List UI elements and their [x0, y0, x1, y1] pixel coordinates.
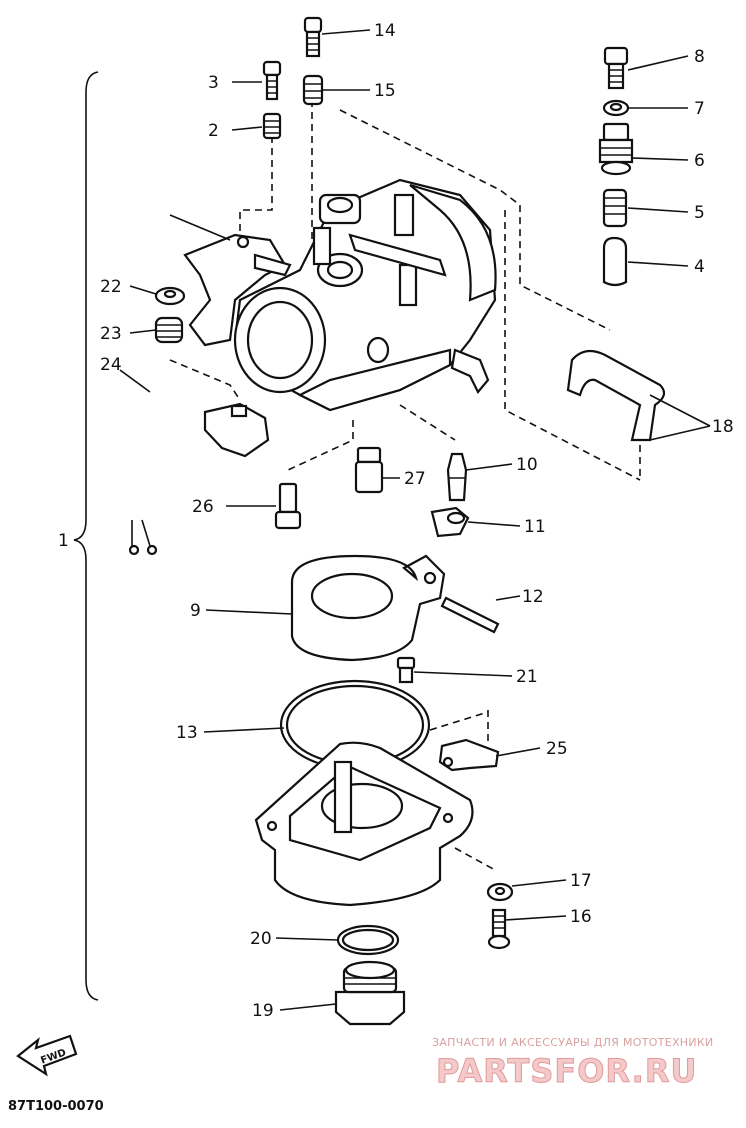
part-15-spring: [302, 74, 324, 106]
float-chamber: [254, 741, 474, 907]
part-8-bolt: [603, 46, 629, 90]
diagram-code: 87T100-0070: [8, 1099, 104, 1114]
callout-26: 26: [192, 497, 214, 517]
part-2-spring: [262, 112, 282, 140]
callout-24: 24: [100, 355, 122, 375]
leader-lines: [119, 29, 711, 1011]
watermark-tagline: ЗАПЧАСТИ И АКСЕССУАРЫ ДЛЯ МОТОТЕХНИКИ: [432, 1036, 714, 1049]
part-25-bracket: [429, 710, 500, 772]
part-17-washer: [454, 847, 514, 902]
callout-13: 13: [176, 723, 198, 743]
watermark-logo: PARTSFOR.RU: [436, 1052, 697, 1090]
part-4-plunger: [602, 236, 628, 287]
part-24-wire-harness: [128, 389, 270, 556]
part-12-pin: [440, 596, 500, 634]
part-5-spring: [602, 188, 628, 228]
callout-6: 6: [694, 151, 705, 171]
callout-25: 25: [546, 739, 568, 759]
assembly-bracket: [73, 71, 99, 1001]
callout-16: 16: [570, 907, 592, 927]
callout-18: 18: [712, 417, 734, 437]
part-18-hose: [566, 349, 666, 442]
callout-12: 12: [522, 587, 544, 607]
callout-21: 21: [516, 667, 538, 687]
part-10-needle-valve: [446, 452, 468, 502]
forward-arrow: FWD: [16, 1034, 78, 1077]
callout-20: 20: [250, 929, 272, 949]
part-3-screw: [262, 60, 282, 101]
callout-14: 14: [374, 21, 396, 41]
callout-23: 23: [100, 324, 122, 344]
callout-1: 1: [58, 531, 69, 551]
callout-10: 10: [516, 455, 538, 475]
callout-2: 2: [208, 121, 219, 141]
callout-17: 17: [570, 871, 592, 891]
callout-8: 8: [694, 47, 705, 67]
part-23-spring: [154, 316, 184, 344]
callout-22: 22: [100, 277, 122, 297]
callout-5: 5: [694, 203, 705, 223]
callout-4: 4: [694, 257, 705, 277]
callout-19: 19: [252, 1001, 274, 1021]
callout-15: 15: [374, 81, 396, 101]
callout-9: 9: [190, 601, 201, 621]
callout-labels: 1 2 3 4 5 6 7 8 9 10 11 12 13 14 15 16 1…: [58, 21, 734, 1021]
part-11-clip: [430, 506, 470, 538]
part-19-drain-plug: [334, 960, 406, 1026]
callout-27: 27: [404, 469, 426, 489]
part-14-screw: [303, 16, 323, 58]
part-26-jet: [274, 482, 302, 530]
part-21-screw: [396, 656, 416, 684]
part-20-o-ring: [336, 924, 400, 956]
part-16-screw: [487, 908, 511, 950]
part-13-gasket: [279, 679, 431, 771]
callout-7: 7: [694, 99, 705, 119]
callout-3: 3: [208, 73, 219, 93]
part-6-valve-seat: [598, 122, 634, 176]
throttle-linkage: [169, 214, 292, 347]
part-27-jet-holder: [354, 446, 384, 494]
callout-11: 11: [524, 517, 546, 537]
carburetor-body: [233, 178, 497, 412]
part-9-float: [290, 554, 446, 662]
part-22-washer: [154, 286, 186, 306]
part-7-washer: [602, 99, 630, 117]
